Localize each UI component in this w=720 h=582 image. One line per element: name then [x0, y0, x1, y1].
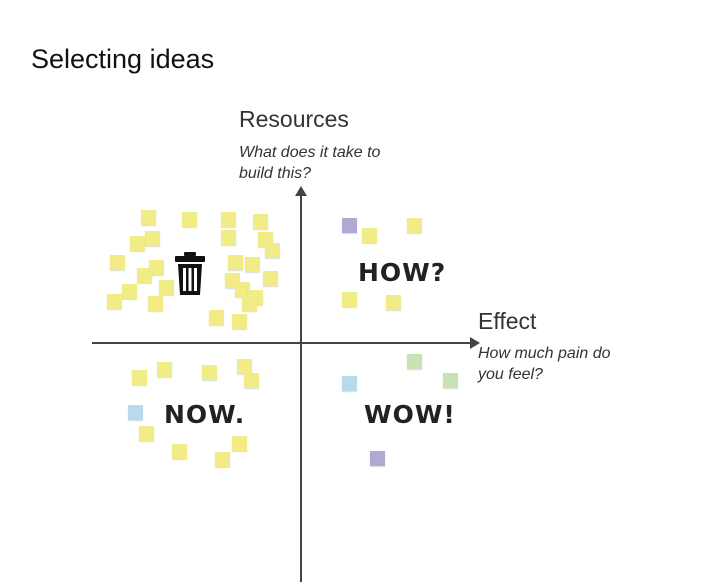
- quadrant-label-wow: WOW!: [364, 400, 456, 429]
- sticky-note: [107, 294, 122, 309]
- sticky-note: [148, 296, 163, 311]
- sticky-note: [157, 362, 172, 377]
- sticky-note: [130, 236, 145, 251]
- sticky-note: [362, 228, 377, 243]
- sticky-note: [237, 359, 252, 374]
- sticky-note: [228, 255, 243, 270]
- sticky-note: [342, 376, 357, 391]
- effect-axis-subtitle-line2: you feel?: [478, 366, 543, 383]
- sticky-note: [202, 365, 217, 380]
- quadrant-label-how: HOW?: [358, 258, 447, 287]
- sticky-note: [182, 212, 197, 227]
- sticky-note: [263, 271, 278, 286]
- sticky-note: [232, 314, 247, 329]
- sticky-note: [370, 451, 385, 466]
- sticky-note: [137, 268, 152, 283]
- slide-title: Selecting ideas: [31, 44, 215, 74]
- sticky-note: [407, 218, 422, 233]
- vertical-axis: [300, 192, 302, 582]
- sticky-note: [141, 210, 156, 225]
- sticky-note: [215, 452, 230, 467]
- sticky-note: [149, 260, 164, 275]
- trash-can-icon: [175, 252, 205, 295]
- sticky-note: [265, 243, 280, 258]
- sticky-note: [443, 373, 458, 388]
- resources-axis-subtitle-line1: What does it take to: [239, 144, 381, 161]
- quadrant-label-now: NOW.: [164, 400, 246, 429]
- sticky-note: [221, 230, 236, 245]
- sticky-note: [342, 292, 357, 307]
- sticky-note: [110, 255, 125, 270]
- sticky-note: [342, 218, 357, 233]
- horizontal-axis: [92, 342, 472, 344]
- sticky-note: [145, 231, 160, 246]
- effect-axis-subtitle-line1: How much pain do: [478, 345, 611, 362]
- sticky-note: [122, 284, 137, 299]
- sticky-note: [245, 257, 260, 272]
- sticky-note: [253, 214, 268, 229]
- sticky-note: [407, 354, 422, 369]
- sticky-note: [139, 426, 154, 441]
- resources-axis-subtitle-line2: build this?: [239, 165, 312, 182]
- sticky-note: [386, 295, 401, 310]
- sticky-note: [209, 310, 224, 325]
- horizontal-axis-arrow: [470, 337, 480, 349]
- effect-axis-title: Effect: [478, 308, 537, 334]
- sticky-note: [244, 373, 259, 388]
- priority-matrix: Resources What does it take to build thi…: [92, 100, 652, 582]
- sticky-note: [232, 436, 247, 451]
- sticky-note: [128, 405, 143, 420]
- vertical-axis-arrow: [295, 186, 307, 196]
- sticky-note: [242, 296, 257, 311]
- sticky-note: [132, 370, 147, 385]
- resources-axis-title: Resources: [239, 106, 349, 132]
- sticky-note: [221, 212, 236, 227]
- sticky-note: [235, 282, 250, 297]
- sticky-note: [172, 444, 187, 459]
- sticky-note: [159, 280, 174, 295]
